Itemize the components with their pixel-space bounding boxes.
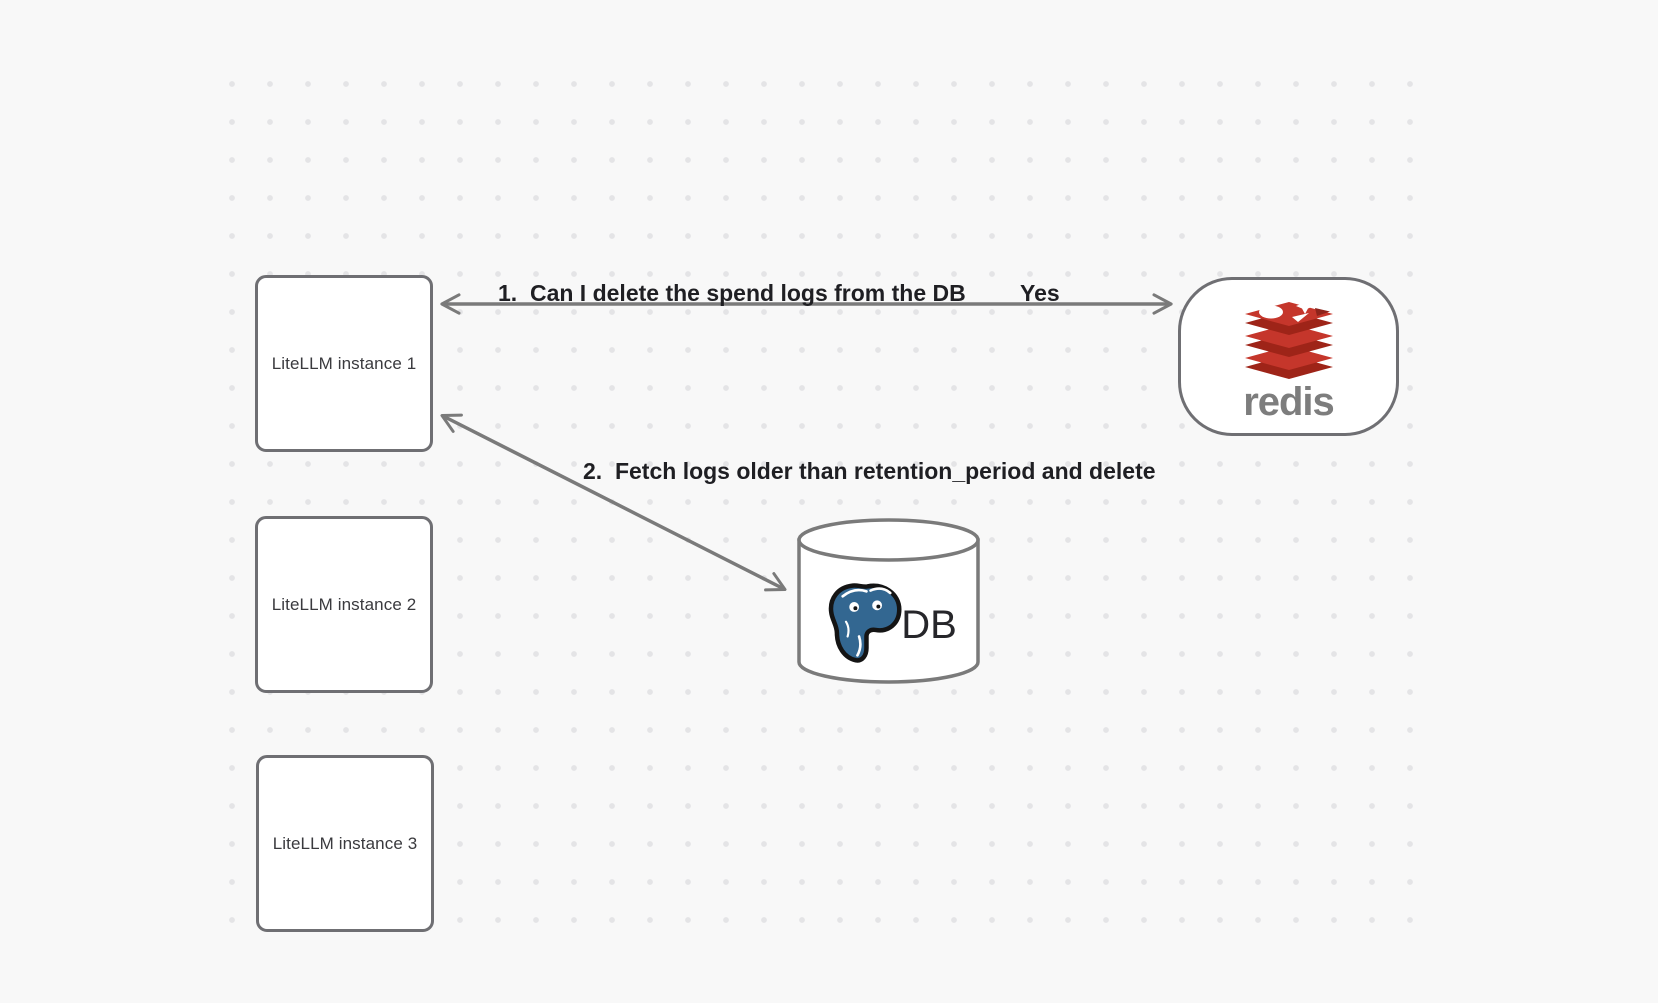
- node-litellm-instance-2[interactable]: LiteLLM instance 2: [255, 516, 433, 693]
- db-label: DB: [901, 603, 957, 647]
- edge-label-db-fetch[interactable]: 2. Fetch logs older than retention_perio…: [583, 458, 1156, 484]
- node-litellm-instance-3[interactable]: LiteLLM instance 3: [256, 755, 434, 932]
- node-litellm-instance-3-label: LiteLLM instance 3: [272, 833, 418, 853]
- node-redis[interactable]: redis: [1178, 277, 1399, 436]
- node-litellm-instance-1[interactable]: LiteLLM instance 1: [255, 275, 433, 452]
- node-litellm-instance-1-label: LiteLLM instance 1: [271, 353, 417, 373]
- node-litellm-instance-2-label: LiteLLM instance 2: [271, 594, 417, 614]
- redis-wordmark: redis: [1243, 379, 1335, 424]
- edge-label-redis-check[interactable]: 1. Can I delete the spend logs from the …: [498, 280, 966, 306]
- node-db[interactable]: DB: [797, 517, 980, 685]
- postgres-elephant-icon: [828, 583, 902, 663]
- edge-label-redis-response[interactable]: Yes: [1020, 280, 1060, 306]
- redis-stack-icon: [1244, 297, 1333, 379]
